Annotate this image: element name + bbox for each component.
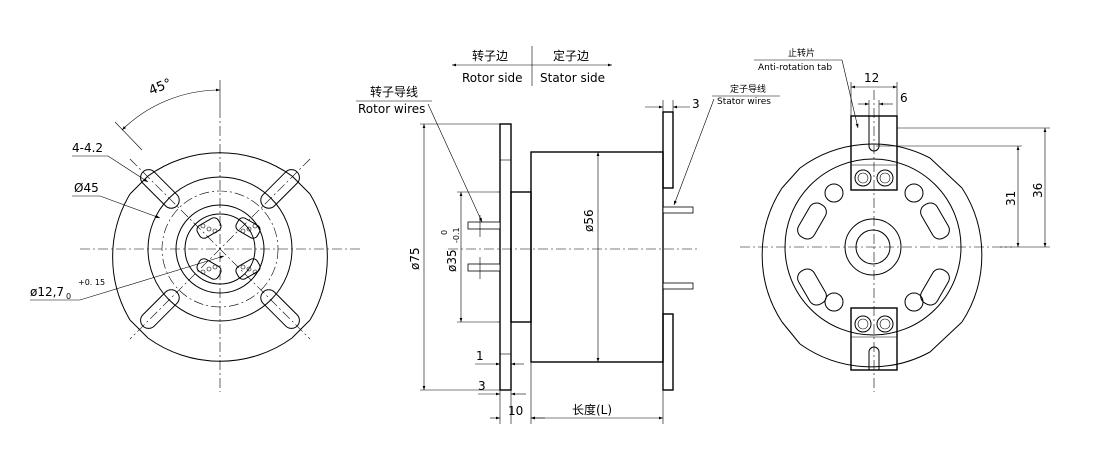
rotor-hub — [510, 191, 532, 323]
dim-36-label: 36 — [1031, 183, 1045, 198]
dim-12-label: 12 — [864, 71, 879, 85]
right-flange-outline — [761, 143, 983, 368]
left-bore-tol-upper: +0. 15 — [78, 278, 105, 287]
rotor-side-en: Rotor side — [462, 71, 523, 85]
rotor-flange — [499, 123, 512, 391]
right-hole-2 — [904, 183, 924, 203]
stator-tab-bottom — [662, 313, 674, 391]
tab-label-cn: 止转片 — [788, 47, 815, 59]
rotor-side-cn: 转子边 — [472, 48, 508, 63]
stator-wires-cn: 定子导线 — [730, 83, 766, 95]
stator-wire-1 — [662, 206, 694, 214]
side-dim-3: 3 — [478, 379, 486, 393]
stator-tab-top — [662, 111, 674, 189]
right-connectors — [797, 202, 950, 306]
stator-wire-2 — [662, 282, 694, 290]
rotor-wires-en: Rotor wires — [358, 102, 425, 116]
side-dim-10: 10 — [508, 404, 523, 418]
stator-side-en: Stator side — [540, 71, 605, 85]
left-circle-label: Ø45 — [74, 181, 99, 195]
dia-hub-tol-upper: 0 — [440, 230, 449, 235]
side-view: 转子边 定子边 Rotor side Stator side 转子导线 Roto… — [356, 46, 780, 424]
left-angle-arc — [121, 88, 221, 131]
dia-body-label: ø56 — [582, 209, 596, 232]
rotor-wire-1 — [467, 221, 501, 230]
rotor-wire-2 — [467, 263, 501, 272]
tab-label-en: Anti-rotation tab — [758, 63, 832, 73]
dia-hub-tol-lower: -0.1 — [452, 227, 461, 243]
dim-31-label: 31 — [1004, 191, 1018, 206]
stator-side-cn: 定子边 — [553, 48, 589, 63]
left-end-view: 45° 4-4.2 Ø45 ø12,7 +0. 15 0 — [30, 76, 362, 392]
left-wire-bundles — [196, 217, 261, 280]
dia-hub-label: ø35 — [445, 249, 459, 272]
right-hole-3 — [824, 292, 844, 312]
left-slot-edges — [129, 175, 311, 339]
side-dim-1: 1 — [476, 349, 484, 363]
right-hole-1 — [824, 183, 844, 203]
left-angle-label: 45° — [147, 76, 174, 99]
left-bore-label: ø12,7 — [30, 285, 64, 299]
rotor-wires-cn: 转子导线 — [370, 84, 418, 99]
left-bore-tol-lower: 0 — [66, 292, 71, 301]
length-label: 长度(L) — [572, 402, 612, 417]
dia-outer-label: ø75 — [408, 247, 422, 270]
left-holes-label: 4-4.2 — [72, 141, 103, 155]
side-dim-top: 3 — [692, 97, 700, 111]
stator-wires-en: Stator wires — [717, 97, 771, 107]
slip-ring-body — [530, 151, 664, 363]
dim-6-label: 6 — [900, 91, 908, 105]
right-end-view: 止转片 Anti-rotation tab 12 6 31 36 — [740, 47, 1050, 392]
left-diag-centerline-2 — [129, 158, 311, 340]
